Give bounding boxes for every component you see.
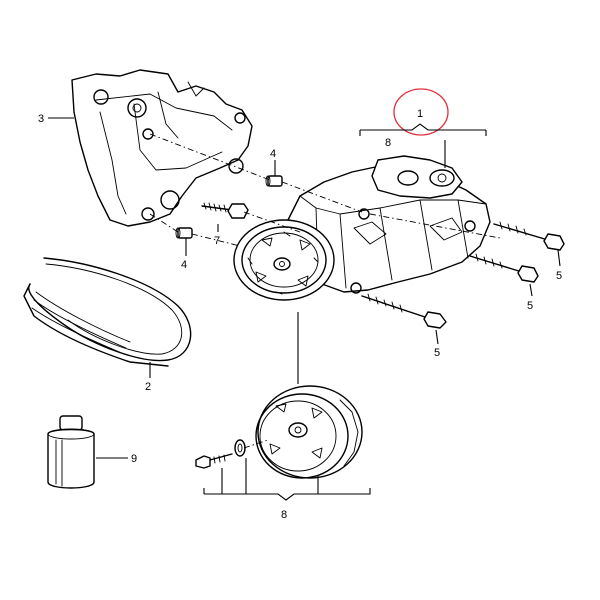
clutch-pulley-front xyxy=(233,219,335,301)
mounting-bracket xyxy=(71,69,253,227)
callout-5-upper: 5 xyxy=(556,270,562,282)
leader-5-middle xyxy=(529,283,533,297)
group-leaders-bottom xyxy=(221,458,319,494)
group-bracket-top-ends xyxy=(359,130,487,136)
callout-9: 9 xyxy=(131,453,137,465)
callout-5-middle: 5 xyxy=(527,300,533,312)
ribbed-belt xyxy=(23,257,192,367)
callout-1: 1 xyxy=(417,108,423,120)
callout-4-upper: 4 xyxy=(270,148,276,160)
alignment-lines xyxy=(149,133,501,247)
group-bracket-top xyxy=(360,123,486,131)
leader-5-upper xyxy=(557,249,561,267)
bolt-5-upper xyxy=(493,221,565,251)
leader-5-lower xyxy=(435,329,439,345)
oil-bottle xyxy=(47,415,95,489)
callout-8-bottom: 8 xyxy=(281,509,287,521)
group-bracket-bottom xyxy=(203,488,371,501)
bolt-5-middle xyxy=(469,253,539,283)
ac-compressor xyxy=(287,155,491,294)
washer xyxy=(234,439,246,457)
dowel-sleeve-lower xyxy=(175,227,193,239)
centre-bolt xyxy=(195,453,233,469)
highlight-circle xyxy=(393,88,449,136)
clutch-pulley-exploded xyxy=(255,385,363,479)
callout-5-lower: 5 xyxy=(434,347,440,359)
callout-4-lower: 4 xyxy=(181,259,187,271)
callout-2: 2 xyxy=(145,381,151,393)
callout-7: 7 xyxy=(214,235,220,247)
bolt-7 xyxy=(201,202,249,219)
callout-3: 3 xyxy=(38,113,44,125)
bolt-5-lower xyxy=(361,293,447,329)
alignment-line-lower xyxy=(243,439,269,449)
callout-8-top: 8 xyxy=(385,137,391,149)
dowel-sleeve-upper xyxy=(265,175,283,187)
